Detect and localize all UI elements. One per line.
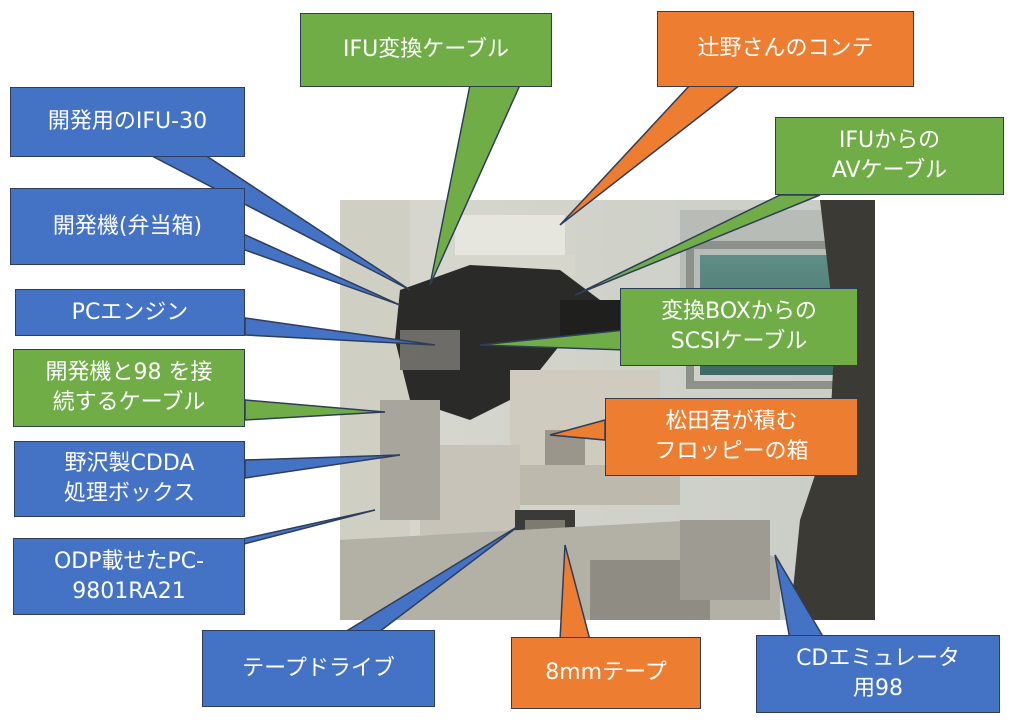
callout-cable98: 開発機と98 を接 続するケーブル [13,349,245,427]
callout-scsi-cable: 変換BOXからの SCSIケーブル [620,288,858,366]
label-odp-line2: 9801RA21 [72,578,186,604]
label-ifu30: 開発用のIFU-30 [47,109,208,134]
label-av-line2: AVケーブル [831,158,948,183]
label-scsi-line1: 変換BOXからの [661,299,817,324]
callout-odp: ODP載せたPC- 9801RA21 [13,538,245,615]
callout-tsujino: 辻野さんのコンテ [657,11,914,87]
label-floppy-line2: フロッピーの箱 [654,439,809,464]
label-scsi-line2: SCSIケーブル [670,329,808,354]
callout-cdda: 野沢製CDDA 処理ボックス [14,441,245,517]
label-cdemu-line2: 用98 [853,676,903,701]
callout-tape-drive: テープドライブ [202,630,435,707]
pointer-av-cable [574,194,821,296]
label-cdda-line2: 処理ボックス [63,481,196,506]
callout-floppy: 松田君が積む フロッピーの箱 [605,398,858,476]
callout-devbox: 開発機(弁当箱) [10,188,245,265]
label-av-line1: IFUからの [838,128,941,153]
callout-av-cable: IFUからの AVケーブル [775,117,1004,195]
callout-ifu30: 開発用のIFU-30 [10,87,245,157]
label-cdemu-line1: CDエミュレータ [796,646,960,671]
label-pcengine: PCエンジン [71,299,189,325]
label-cable98-line2: 続するケーブル [52,390,206,415]
label-floppy-line1: 松田君が積む [665,409,798,434]
callout-pcengine: PCエンジン [15,289,245,336]
label-ifu-cable: IFU変換ケーブル [343,37,509,62]
label-odp-line1: ODP載せたPC- [53,548,205,574]
label-tsujino: 辻野さんのコンテ [697,36,874,61]
callout-8mm-tape: 8mmテープ [511,637,701,709]
label-cdda-line1: 野沢製CDDA [64,451,195,476]
callout-pointers [149,84,827,641]
label-tape-drive: テープドライブ [242,655,395,681]
pointer-pcengine [244,317,436,346]
callout-ifu-cable: IFU変換ケーブル [300,13,552,87]
label-devbox: 開発機(弁当箱) [52,213,203,239]
callout-cd-emulator: CDエミュレータ 用98 [756,635,1000,713]
label-cable98-line1: 開発機と98 を接 [45,360,213,385]
pointer-cdda [244,454,401,479]
label-8mm-tape: 8mmテープ [545,660,667,685]
pointer-cable98 [244,399,386,421]
